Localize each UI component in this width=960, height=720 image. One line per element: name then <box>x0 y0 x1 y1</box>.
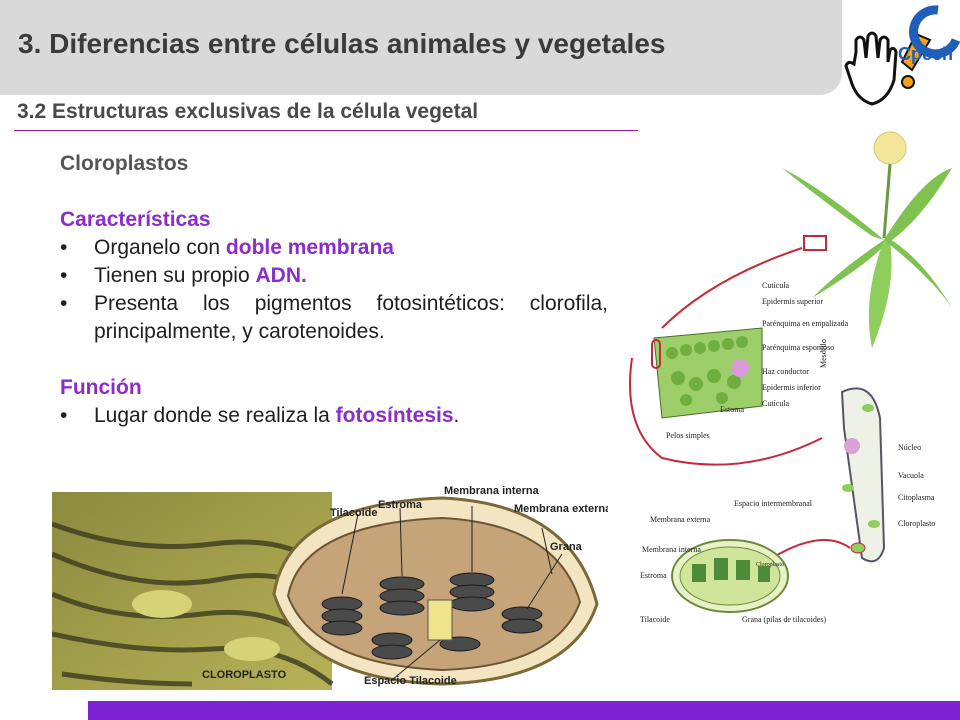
characteristics-heading: Características <box>60 208 211 231</box>
label-membrana-interna-2: Membrana interna <box>642 545 701 554</box>
label-parenquima-esponjoso: Parénquima esponjoso <box>762 343 834 352</box>
list-item: Tienen su propio ADN. <box>60 262 608 290</box>
footer-bar <box>88 701 960 720</box>
label-cloroplasto-cell: Cloroplasto <box>898 519 935 528</box>
label-estroma-2: Estroma <box>640 571 667 580</box>
label-cloroplasto: CLOROPLASTO <box>202 669 287 681</box>
label-haz-conductor: Haz conductor <box>762 367 809 376</box>
label-parenquima-empalizada: Parénquima en empalizada <box>762 319 849 328</box>
label-membrana-externa-2: Membrana externa <box>650 515 711 524</box>
label-cuticula-2: Cutícula <box>762 399 790 408</box>
label-vacuola: Vacuola <box>898 471 924 480</box>
logo-text: Cpech <box>898 44 953 64</box>
page-title: 3. Diferencias entre células animales y … <box>18 28 666 59</box>
organelle-heading: Cloroplastos <box>60 152 189 175</box>
leaf-section-icon <box>651 327 763 419</box>
list-item: Organelo con doble membrana <box>60 234 608 262</box>
plant-cell-diagram: Cutícula Epidermis superior Parénquima e… <box>629 131 952 624</box>
label-grana: Grana <box>550 541 583 553</box>
label-espacio-tilacoide: Espacio Tilacoide <box>364 675 457 687</box>
function-list: Lugar donde se realiza la fotosíntesis. <box>60 402 608 430</box>
list-item: Presenta los pigmentos fotosintéticos: c… <box>60 290 608 346</box>
plant-icon <box>782 131 952 348</box>
label-estoma: Estoma <box>720 405 744 414</box>
cpech-logo: Cpech <box>844 5 960 106</box>
list-item: Lugar donde se realiza la fotosíntesis. <box>60 402 608 430</box>
plant-cell-icon <box>840 387 886 563</box>
label-cloroplasto-2: Cloroplasto <box>756 562 784 568</box>
main-content: Cloroplastos Características Organelo co… <box>60 150 608 430</box>
label-nucleo: Núcleo <box>898 443 921 452</box>
label-mesofilo: Mesófilo <box>819 339 828 368</box>
label-epidermis-inferior: Epidermis inferior <box>762 383 821 392</box>
label-epidermis-superior: Epidermis superior <box>762 297 823 306</box>
label-estroma: Estroma <box>378 499 423 511</box>
label-citoplasma: Citoplasma <box>898 493 935 502</box>
label-membrana-interna: Membrana interna <box>444 485 540 497</box>
section-subtitle: 3.2 Estructuras exclusivas de la célula … <box>17 100 479 123</box>
label-tilacoide: Tilacoide <box>330 507 377 519</box>
chloroplast-diagram: Tilacoide Estroma Membrana interna Membr… <box>52 485 608 690</box>
title-bar <box>0 0 842 95</box>
label-membrana-externa: Membrana externa <box>514 503 608 515</box>
chloroplast-section-icon <box>671 539 789 613</box>
subtitle-divider <box>14 130 638 131</box>
hand-exclamation-icon <box>844 31 932 106</box>
label-tilacoide-2: Tilacoide <box>640 615 670 624</box>
characteristics-list: Organelo con doble membrana Tienen su pr… <box>60 234 608 346</box>
label-espacio-intermembranal: Espacio intermembranal <box>734 499 813 508</box>
label-cuticula: Cutícula <box>762 281 790 290</box>
function-heading: Función <box>60 376 142 399</box>
label-pelos-simples: Pelos simples <box>666 431 710 440</box>
label-grana-2: Grana (pilas de tilacoides) <box>742 615 827 624</box>
